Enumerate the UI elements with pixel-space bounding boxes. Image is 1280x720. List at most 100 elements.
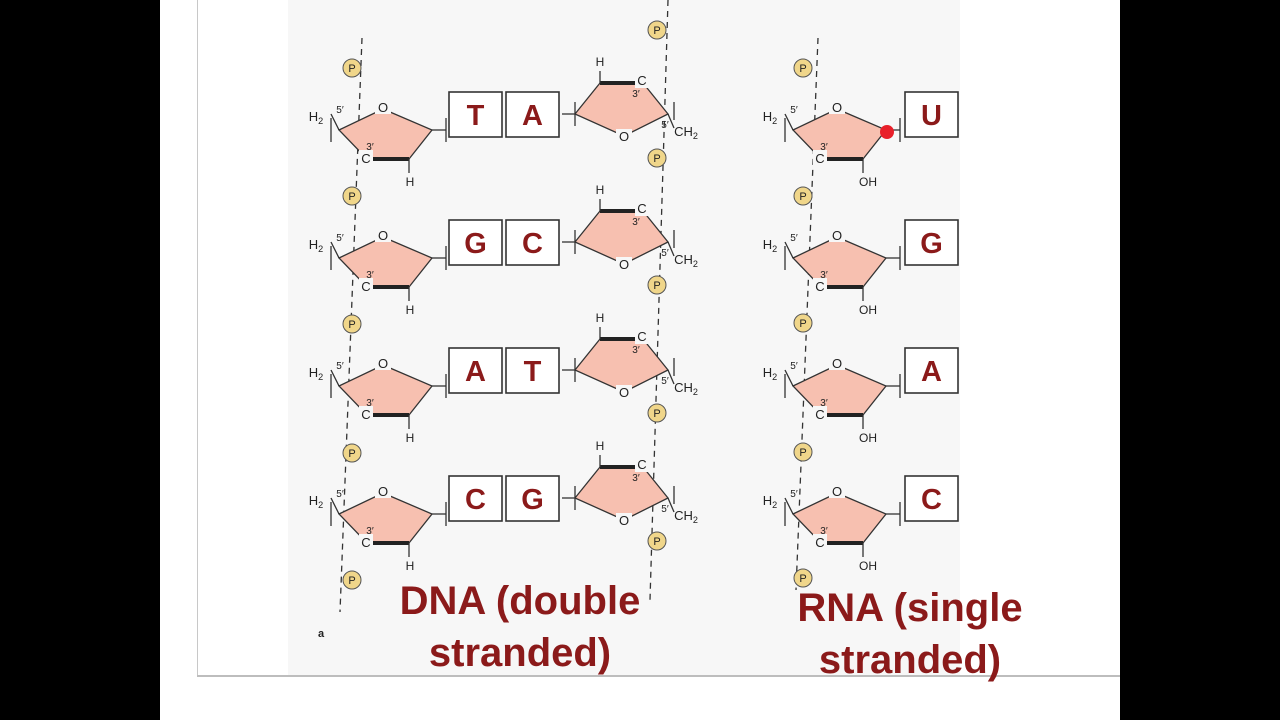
dna-left-nucleotide-4-c5-prime: 5′ [336,489,344,500]
dna-left-nucleotide-3-c3-carbon: C [361,407,370,422]
dna-right-nucleotide-4-c2-hydrogen: H [596,439,605,453]
rna-nucleotide-4-sugar-ring [791,492,888,544]
dna-right-nucleotide-1-c5-prime: 5′ [661,120,669,131]
dna-left-nucleotide-4-c3-carbon: C [361,535,370,550]
dna-right-nucleotide-4-c3-carbon: C [637,457,646,472]
dna-right-nucleotide-1-c3-prime: 3′ [632,89,640,100]
dna-left-nucleotide-2-h2-label: H2 [309,237,323,254]
dna-left-nucleotide-2-ring-oxygen: O [378,228,388,243]
dna-right-phosphate-4-label: P [653,408,660,420]
dna-right-phosphate-3-label: P [653,280,660,292]
dna-left-nucleotide-2-c4-c5-bond [330,241,340,259]
dna-right-nucleotide-4-ch2-label: CH2 [674,508,698,525]
dna-right-nucleotide-2-c3-prime: 3′ [632,217,640,228]
dna-right-nucleotide-3-c5-prime: 5′ [661,376,669,387]
dna-left-phosphate-5 [342,570,362,590]
dna-left-phosphate-2-label: P [348,191,355,203]
dna-base-left-1-letter: T [467,100,485,132]
dna-base-left-2-letter: G [464,228,487,260]
dna-left-nucleotide-1-sugar-ring [337,108,434,160]
dna-left-nucleotide-4-c4-c5-bond [330,497,340,515]
slide-bottom-border [197,675,1120,677]
rna-phosphate-4-label: P [799,447,806,459]
dna-base-right-3 [505,347,560,394]
dna-left-nucleotide-1-ring-oxygen: O [378,100,388,115]
dna-right-nucleotide-4-c4-c5-bond [667,497,675,513]
dna-left-nucleotide-2-o-bg [375,228,391,242]
rna-nucleotide-4-c2-hydroxyl: OH [859,559,877,573]
dna-left-nucleotide-4-h2-label: H2 [309,493,323,510]
rna-nucleotide-4-c3-carbon: C [815,535,824,550]
dna-base-right-4 [505,475,560,522]
rna-phosphate-3-label: P [799,318,806,330]
dna-left-nucleotide-4-c2-hydrogen: H [406,559,415,573]
dna-right-phosphate-4 [647,403,667,423]
dna-right-nucleotide-4-sugar-ring [573,466,670,521]
rna-base-3-letter: A [921,356,942,388]
dna-right-nucleotide-2-c2-hydrogen: H [596,183,605,197]
rna-nucleotide-1-c3-prime: 3′ [820,142,828,153]
dna-right-nucleotide-2-c3-bg [635,200,649,216]
dna-left-phosphate-2 [342,186,362,206]
rna-nucleotide-3-sugar-ring [791,364,888,416]
dna-right-nucleotide-3-c3-prime: 3′ [632,345,640,356]
dna-right-nucleotide-2-ch2-label: CH2 [674,252,698,269]
dna-right-nucleotide-2-ring-oxygen: O [619,257,629,272]
rna-base-1 [904,91,959,138]
rna-nucleotide-1-c2-hydroxyl: OH [859,175,877,189]
dna-left-nucleotide-3-c3-prime: 3′ [366,398,374,409]
dna-left-nucleotide-3-sugar-ring [337,364,434,416]
dna-right-phosphate-1-label: P [653,25,660,37]
rna-nucleotide-1-h2-label: H2 [763,109,777,126]
rna-nucleotide-3-c3-prime: 3′ [820,398,828,409]
rna-nucleotide-3-c4-c5-bond [784,369,794,387]
dna-base-right-1 [505,91,560,138]
dna-left-nucleotide-3-ring-oxygen: O [378,356,388,371]
rna-nucleotide-1-o-bg [829,100,845,114]
dna-caption-line1: DNA (double [399,579,641,623]
dna-left-nucleotide-4-c3-prime: 3′ [366,526,374,537]
rna-nucleotide-3-c2-hydroxyl: OH [859,431,877,445]
rna-nucleotide-2-sugar-ring [791,236,888,288]
dna-right-nucleotide-2-sugar-ring [573,210,670,265]
dna-left-phosphate-4 [342,443,362,463]
rna-nucleotide-4-c5-prime: 5′ [790,489,798,500]
dna-left-nucleotide-3-c3-bg [359,406,373,422]
rna-phosphate-1-label: P [799,63,806,75]
dna-left-nucleotide-3-c5-prime: 5′ [336,361,344,372]
dna-right-nucleotide-1-c4-c5-bond [667,113,675,129]
rna-nucleotide-4-c3-bg [813,534,827,550]
dna-caption-line2: stranded) [428,631,612,675]
dna-right-nucleotide-3-sugar-ring [573,338,670,393]
dna-left-nucleotide-1-c3-bg [359,150,373,166]
rna-nucleotide-2-ring-oxygen: O [832,228,842,243]
rna-phosphate-4 [793,442,813,462]
dna-base-right-4-letter: G [521,484,544,516]
dna-left-phosphate-5-label: P [348,575,355,587]
rna-nucleotide-3-h2-label: H2 [763,365,777,382]
dna-left-nucleotide-1-c2-hydrogen: H [406,175,415,189]
rna-nucleotide-2-c3-prime: 3′ [820,270,828,281]
dna-base-right-2 [505,219,560,266]
dna-base-right-1-letter: A [522,100,543,132]
dna-right-phosphate-3 [647,275,667,295]
rna-nucleotide-3-c3-carbon: C [815,407,824,422]
dna-left-nucleotide-2-c3-carbon: C [361,279,370,294]
rna-nucleotide-1-c4-c5-bond [784,113,794,131]
rna-base-1-letter: U [921,100,942,132]
slide-left-border [197,0,198,676]
dna-right-nucleotide-1-sugar-ring [573,82,670,137]
rna-base-3 [904,347,959,394]
rna-nucleotide-2-c2-hydroxyl: OH [859,303,877,317]
dna-right-nucleotide-3-c3-carbon: C [637,329,646,344]
dna-left-nucleotide-2-c3-bg [359,278,373,294]
rna-nucleotide-2-c5-prime: 5′ [790,233,798,244]
dna-right-nucleotide-3-c2-hydrogen: H [596,311,605,325]
dna-right-nucleotide-3-ring-oxygen: O [619,385,629,400]
dna-right-nucleotide-4-c3-bg [635,456,649,472]
rna-nucleotide-4-o-bg [829,484,845,498]
dna-base-left-4 [448,475,503,522]
highlight-dot [880,125,894,139]
rna-phosphate-5-label: P [799,573,806,585]
